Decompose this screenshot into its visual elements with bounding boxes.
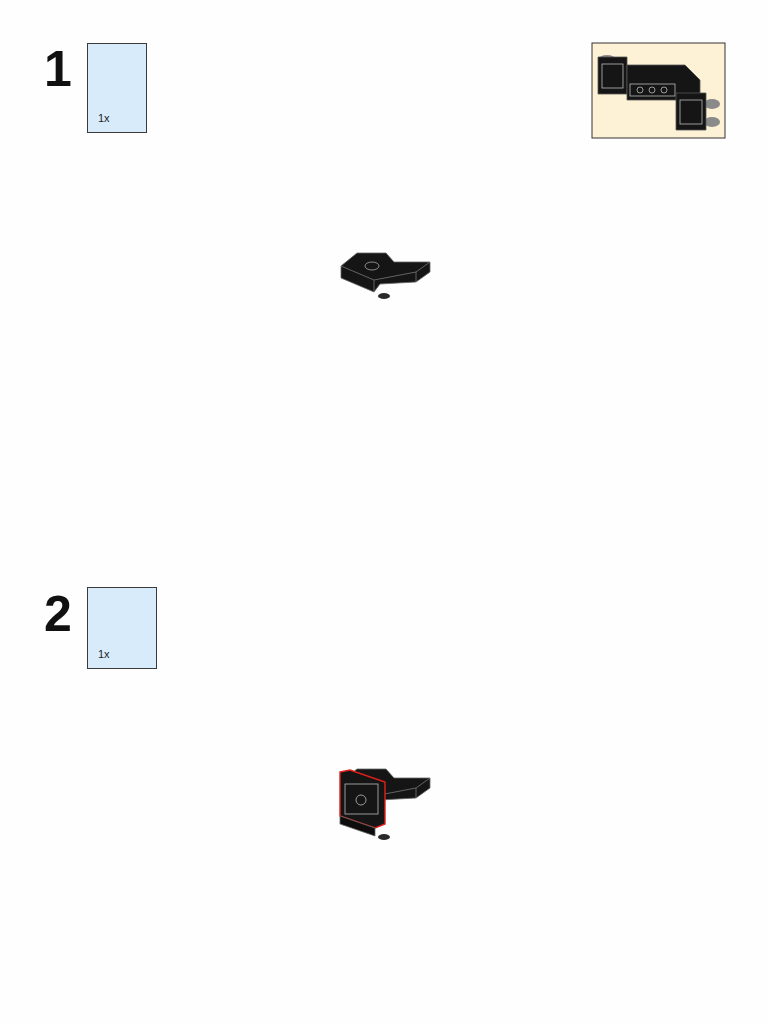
step-number: 2 bbox=[44, 589, 72, 639]
assembly-callout bbox=[592, 43, 725, 138]
step-model bbox=[340, 769, 430, 840]
part-count: 1x bbox=[98, 112, 110, 124]
step-model bbox=[341, 253, 430, 299]
step-number: 1 bbox=[44, 44, 72, 94]
part-callout-box: 1x bbox=[87, 43, 147, 133]
part-callout-box: 1x bbox=[87, 587, 157, 669]
part-count: 1x bbox=[98, 648, 110, 660]
